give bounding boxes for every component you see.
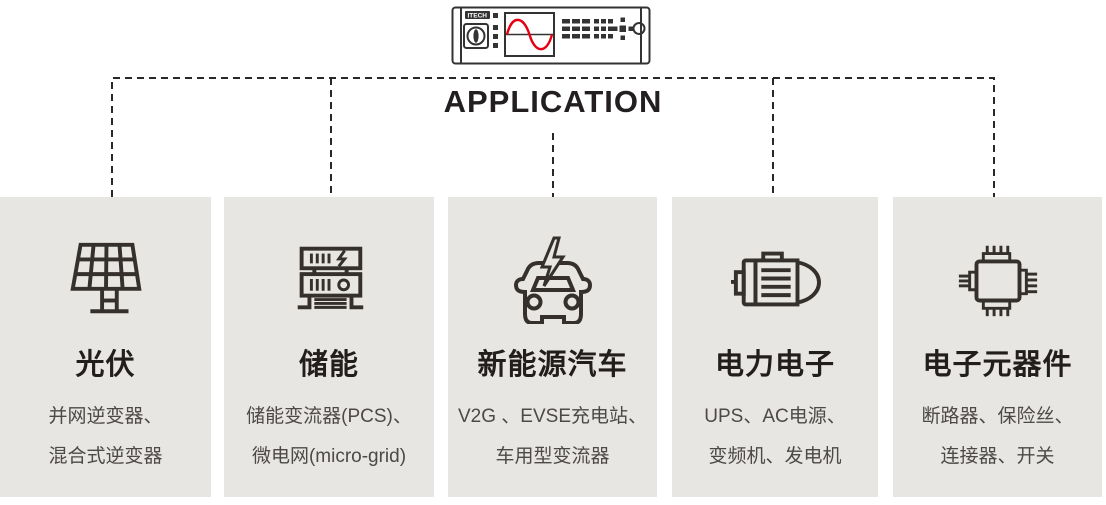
card-description: V2G 、EVSE充电站、车用型变流器 [458, 406, 647, 467]
button-grid [562, 19, 613, 39]
card-description: UPS、AC电源、变频机、发电机 [704, 406, 846, 467]
power-supply-device: ITECH [451, 6, 651, 65]
card-power-electronics: 电力电子 UPS、AC电源、变频机、发电机 [672, 197, 878, 497]
card-title: 电子元器件 [922, 349, 1073, 381]
card-title: 储能 [298, 349, 359, 381]
card-title: 电力电子 [714, 349, 835, 381]
card-description: 断路器、保险丝、连接器、开关 [921, 406, 1074, 467]
card-energy-storage: 储能 储能变流器(PCS)、微电网(micro-grid) [224, 197, 434, 497]
indicator-buttons [493, 13, 498, 48]
sine-wave-screen [504, 12, 555, 57]
brand-logo [465, 11, 490, 19]
brand-logo-text: ITECH [468, 13, 488, 20]
card-title: 光伏 [75, 349, 136, 381]
card-description: 储能变流器(PCS)、微电网(micro-grid) [246, 406, 412, 467]
card-new-energy-vehicle: 新能源汽车 V2G 、EVSE充电站、车用型变流器 [448, 197, 657, 497]
page-title: APPLICATION [443, 84, 663, 119]
storage-rack-icon [224, 233, 434, 325]
card-title: 新能源汽车 [477, 349, 628, 381]
dpad-buttons [613, 17, 633, 40]
card-photovoltaic: 光伏 并网逆变器、混合式逆变器 [0, 197, 211, 497]
card-description: 并网逆变器、混合式逆变器 [48, 406, 163, 467]
solar-panel-icon [0, 233, 211, 325]
selector-knob-icon [463, 23, 489, 49]
card-electronic-components: 电子元器件 断路器、保险丝、连接器、开关 [893, 197, 1102, 497]
chip-icon [893, 233, 1102, 325]
ev-car-icon [448, 233, 657, 325]
motor-icon [672, 233, 878, 325]
rotary-knob-icon [632, 22, 646, 35]
